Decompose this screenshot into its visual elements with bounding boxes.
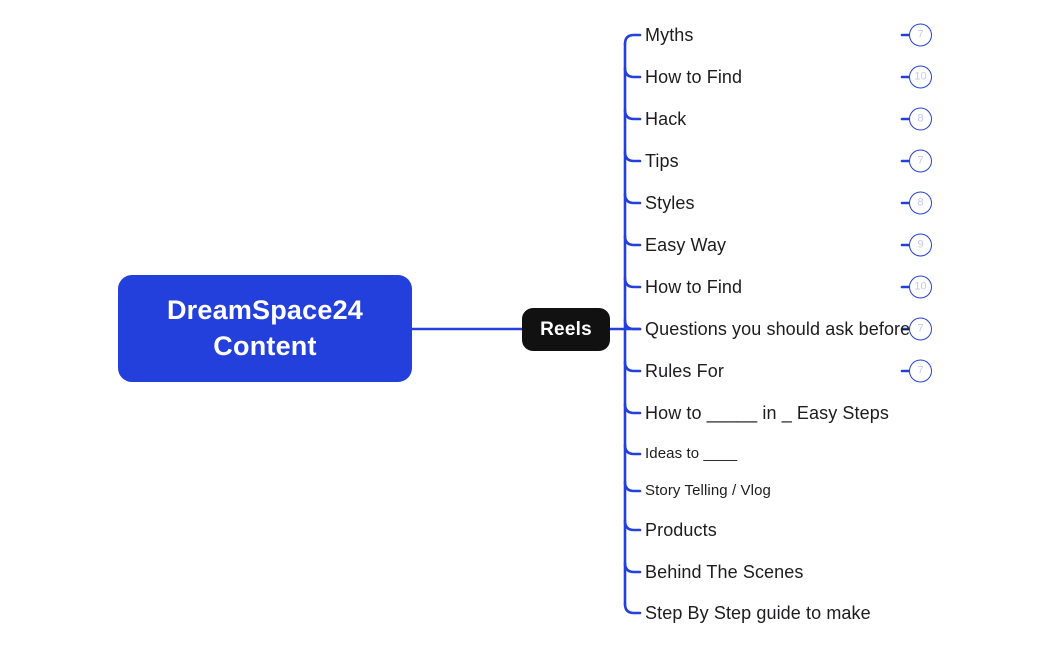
- leaf-node[interactable]: Story Telling / Vlog: [645, 480, 771, 502]
- leaf-node[interactable]: Tips: [645, 150, 679, 172]
- collapsed-children-badge[interactable]: 7: [909, 149, 932, 173]
- leaf-node-label: Hack: [645, 109, 687, 129]
- leaf-node[interactable]: Products: [645, 519, 717, 541]
- branch-node-reels[interactable]: Reels: [522, 308, 610, 351]
- leaf-node-label: Questions you should ask before: [645, 319, 911, 339]
- connector-leaf-elbow: [623, 602, 642, 615]
- leaf-node[interactable]: Ideas to ____: [645, 443, 737, 465]
- leaf-node-label: Myths: [645, 25, 694, 45]
- connector-leaf-elbow: [623, 276, 642, 289]
- connector-leaf-elbow: [623, 480, 642, 493]
- connector-leaf-elbow: [623, 234, 642, 247]
- leaf-node[interactable]: How to Find: [645, 276, 742, 298]
- leaf-node[interactable]: Styles: [645, 192, 695, 214]
- connector-leaf-elbow: [623, 443, 642, 456]
- leaf-node-label: Story Telling / Vlog: [645, 482, 771, 499]
- collapsed-children-badge[interactable]: 10: [909, 65, 932, 89]
- leaf-node[interactable]: Rules For: [645, 360, 724, 382]
- collapsed-children-badge[interactable]: 7: [909, 359, 932, 383]
- badge-count-label: 10: [914, 280, 927, 293]
- badge-count-label: 8: [917, 196, 924, 209]
- collapsed-children-badge[interactable]: 8: [909, 107, 932, 131]
- leaf-node-label: Tips: [645, 151, 679, 171]
- leaf-node-label: How to Find: [645, 67, 743, 87]
- badge-count-label: 10: [914, 70, 927, 83]
- collapsed-children-badge[interactable]: 8: [909, 191, 932, 215]
- connector-leaf-elbow: [623, 33, 642, 46]
- badge-count-label: 7: [917, 322, 924, 335]
- leaf-node[interactable]: How to Find: [645, 66, 742, 88]
- leaf-node[interactable]: Step By Step guide to make: [645, 602, 871, 624]
- connector-leaf-elbow: [623, 519, 642, 532]
- connector-leaf-elbow: [623, 150, 642, 163]
- connector-leaf-elbow: [623, 360, 642, 373]
- leaf-node[interactable]: How to _____ in _ Easy Steps: [645, 402, 889, 424]
- branch-node-label: Reels: [540, 318, 592, 340]
- connector-leaf-elbow: [623, 192, 642, 205]
- root-node[interactable]: DreamSpace24 Content: [118, 275, 412, 382]
- leaf-node-label: How to _____ in _ Easy Steps: [645, 403, 889, 423]
- leaf-node-label: Behind The Scenes: [645, 562, 804, 582]
- leaf-node[interactable]: Easy Way: [645, 234, 726, 256]
- connector-leaf-elbow: [623, 108, 642, 121]
- collapsed-children-badge[interactable]: 7: [909, 317, 932, 341]
- badge-count-label: 8: [917, 112, 924, 125]
- connector-leaf-elbow: [623, 66, 642, 79]
- collapsed-children-badge[interactable]: 7: [909, 23, 932, 47]
- leaf-node-label: Rules For: [645, 361, 724, 381]
- root-node-label: DreamSpace24 Content: [166, 294, 364, 361]
- connector-leaf-elbow: [623, 318, 642, 331]
- leaf-node[interactable]: Questions you should ask before: [645, 318, 910, 340]
- collapsed-children-badge[interactable]: 9: [909, 233, 932, 257]
- badge-count-label: 7: [917, 364, 924, 377]
- leaf-node-label: How to Find: [645, 277, 743, 297]
- leaf-node[interactable]: Hack: [645, 108, 686, 130]
- leaf-node-label: Easy Way: [645, 235, 727, 255]
- badge-count-label: 9: [917, 238, 924, 251]
- leaf-node-label: Ideas to ____: [645, 445, 738, 462]
- leaf-node-label: Styles: [645, 193, 695, 213]
- leaf-node-label: Step By Step guide to make: [645, 603, 871, 623]
- leaf-node[interactable]: Behind The Scenes: [645, 561, 803, 583]
- badge-count-label: 7: [917, 154, 924, 167]
- leaf-node[interactable]: Myths: [645, 24, 694, 46]
- badge-count-label: 7: [917, 28, 924, 41]
- collapsed-children-badge[interactable]: 10: [909, 275, 932, 299]
- connector-leaf-elbow: [623, 561, 642, 574]
- connector-leaf-elbow: [623, 402, 642, 415]
- leaf-node-label: Products: [645, 520, 717, 540]
